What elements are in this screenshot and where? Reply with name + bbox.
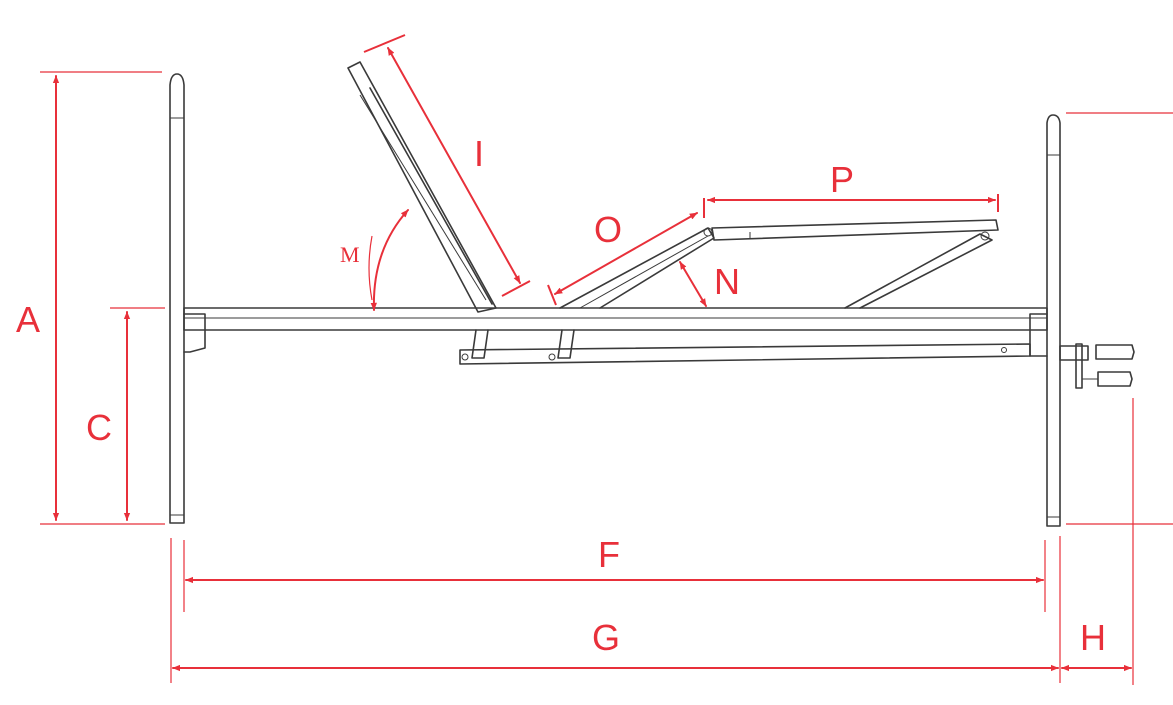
thigh-section [559,227,715,309]
label-n: N [714,261,740,302]
side-rail [183,307,1048,331]
bed-frame [169,61,1135,527]
label-h: H [1080,617,1106,658]
head-post [169,73,185,524]
label-i: I [474,133,484,174]
dimension-labels: A C F G H I M N O P [16,133,1106,658]
crank-handle [1059,343,1135,389]
label-a: A [16,299,40,340]
foot-post [1046,114,1061,527]
label-p: P [830,159,854,200]
dimension-o-line [554,212,698,295]
dimension-m-arc [370,209,409,311]
label-f: F [598,534,620,575]
label-m: M [340,242,360,267]
label-c: C [86,407,112,448]
dimension-lines [40,34,1173,685]
dimension-i-line [387,47,521,284]
back-rest [347,61,497,313]
label-o: O [594,209,622,250]
label-g: G [592,617,620,658]
dimension-n-line [679,261,707,307]
leg-section [711,219,999,241]
lower-rail [459,343,1031,365]
